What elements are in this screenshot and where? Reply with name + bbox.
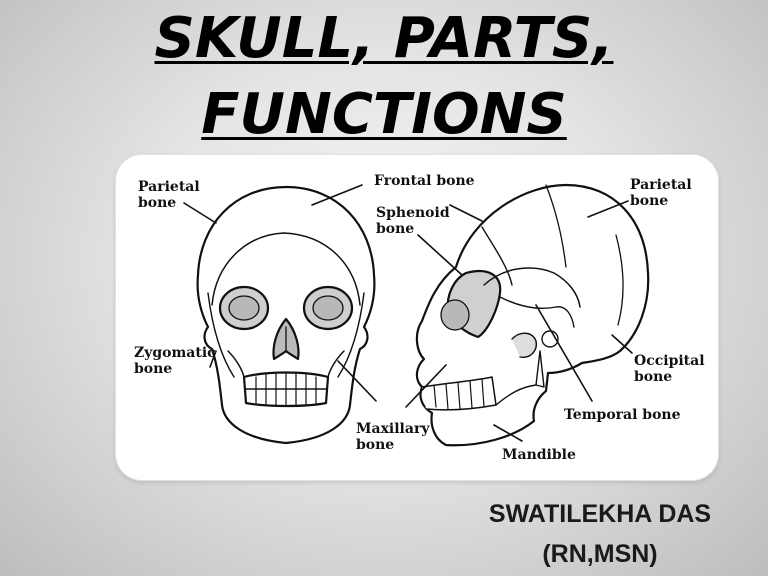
label-line: bone <box>634 369 673 385</box>
label-line: bone <box>134 361 173 377</box>
author-name: SWATILEKHA DAS <box>488 500 712 528</box>
label-frontal-bone: Frontal bone <box>374 173 475 189</box>
label-temporal-bone: Temporal bone <box>564 407 681 423</box>
label-line: Zygomatic <box>134 345 216 361</box>
label-line: bone <box>630 193 669 209</box>
author-credentials: (RN,MSN) <box>542 540 658 568</box>
label-line: bone <box>138 195 177 211</box>
label-line: bone <box>356 437 395 453</box>
skull-diagram-illustration <box>183 183 650 447</box>
label-line: Maxillary <box>356 421 430 437</box>
label-leader-lines <box>183 184 633 442</box>
label-line: Occipital <box>634 353 705 369</box>
label-line: Parietal <box>630 177 692 193</box>
label-line: Sphenoid <box>376 205 450 221</box>
label-line: Parietal <box>138 179 200 195</box>
slide-title-line-1: SKULL, PARTS, <box>154 6 614 71</box>
label-mandible: Mandible <box>502 447 576 463</box>
slide-title-line-2: FUNCTIONS <box>201 82 567 147</box>
side-skull-drawing <box>415 183 650 447</box>
label-line: bone <box>376 221 415 237</box>
front-skull-drawing <box>196 185 376 445</box>
